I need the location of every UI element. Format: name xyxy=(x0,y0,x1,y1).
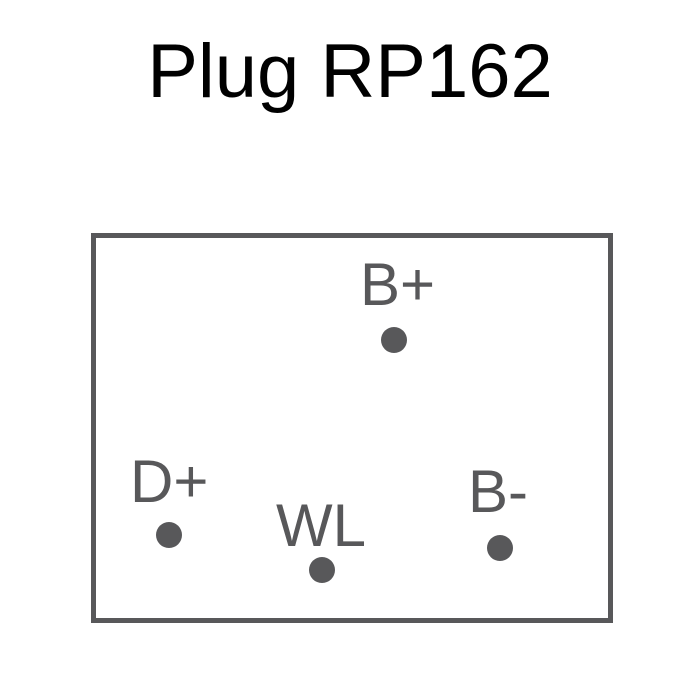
pin-dot-b-minus xyxy=(487,535,513,561)
diagram-title: Plug RP162 xyxy=(147,29,553,114)
pin-dot-d-plus xyxy=(156,522,182,548)
plug-outline xyxy=(91,233,613,623)
pin-label-wl: WL xyxy=(276,492,366,559)
pin-dot-b-plus xyxy=(381,327,407,353)
pin-dot-wl xyxy=(309,557,335,583)
pin-label-b-minus: B- xyxy=(468,458,528,525)
pin-label-d-plus: D+ xyxy=(130,448,209,515)
pin-label-b-plus: B+ xyxy=(360,251,436,318)
